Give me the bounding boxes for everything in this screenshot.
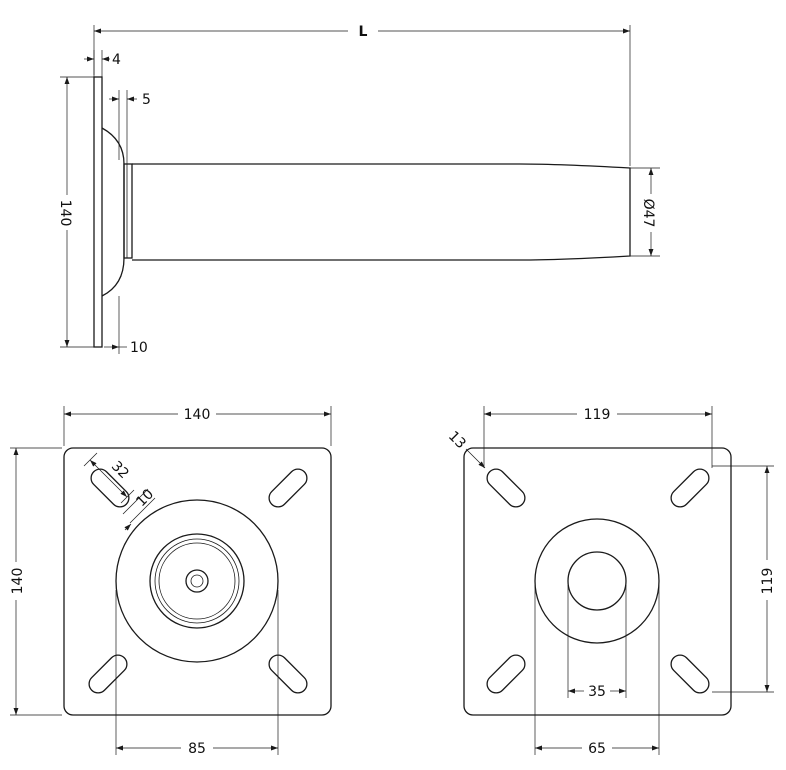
dim-140-front-h-label: 140 [10,568,26,595]
front-center-hole-inner [190,574,204,588]
front-dome-outer-circle [115,499,279,663]
side-tapered-leg [132,163,631,261]
side-view: L 4 5 140 Ø47 10 [57,24,660,356]
side-collar [123,163,133,259]
dim-13-arrow [465,448,486,469]
dim-140-side-label: 140 [57,200,73,227]
dim-l-label: L [359,24,368,40]
front-collar-inner-circle [154,538,240,624]
back-slot-bottom-left [486,654,526,694]
front-view: 140 140 32 10 85 [10,406,332,757]
dim-65-label: 65 [588,741,606,757]
front-slot-bottom-left [88,654,128,694]
side-mounting-plate [93,76,103,348]
back-view: 119 119 13 35 65 [445,406,776,757]
side-dome-flange [101,127,125,297]
dim-32-ext-2 [120,489,135,504]
back-plate [463,447,732,716]
dim-d47-label: Ø47 [640,199,656,228]
dim-119-v-label: 119 [760,568,776,595]
dim-85-label: 85 [188,741,206,757]
back-slot-top-left [486,468,526,508]
dim-119-h-label: 119 [584,407,611,423]
back-inner-circle [567,551,627,611]
dim-10-front-ext-2 [129,497,156,524]
back-slots [486,468,710,694]
dim-10-side-label: 10 [130,340,148,356]
front-plate [63,447,332,716]
front-slot-bottom-right [268,654,308,694]
dim-32-ext-1 [83,452,98,467]
front-center-hole-outer [185,569,209,593]
dim-35-label: 35 [588,684,606,700]
dim-140-front-w-label: 140 [184,407,211,423]
front-slot-top-right [268,468,308,508]
back-slot-bottom-right [670,654,710,694]
dim-10-front-ext-1 [122,488,149,515]
dim-4-label: 4 [112,52,121,68]
dim-10-front-arrow [124,523,132,531]
dim-13-label: 13 [445,428,469,452]
back-slot-top-right [670,468,710,508]
dim-5-label: 5 [142,92,151,108]
dim-32-line [89,459,128,498]
dim-10-front-label: 10 [133,486,157,510]
back-outer-circle [534,518,660,644]
dim-32-label: 32 [108,458,132,482]
front-collar-circle [149,533,245,629]
front-leg-circle [158,542,236,620]
